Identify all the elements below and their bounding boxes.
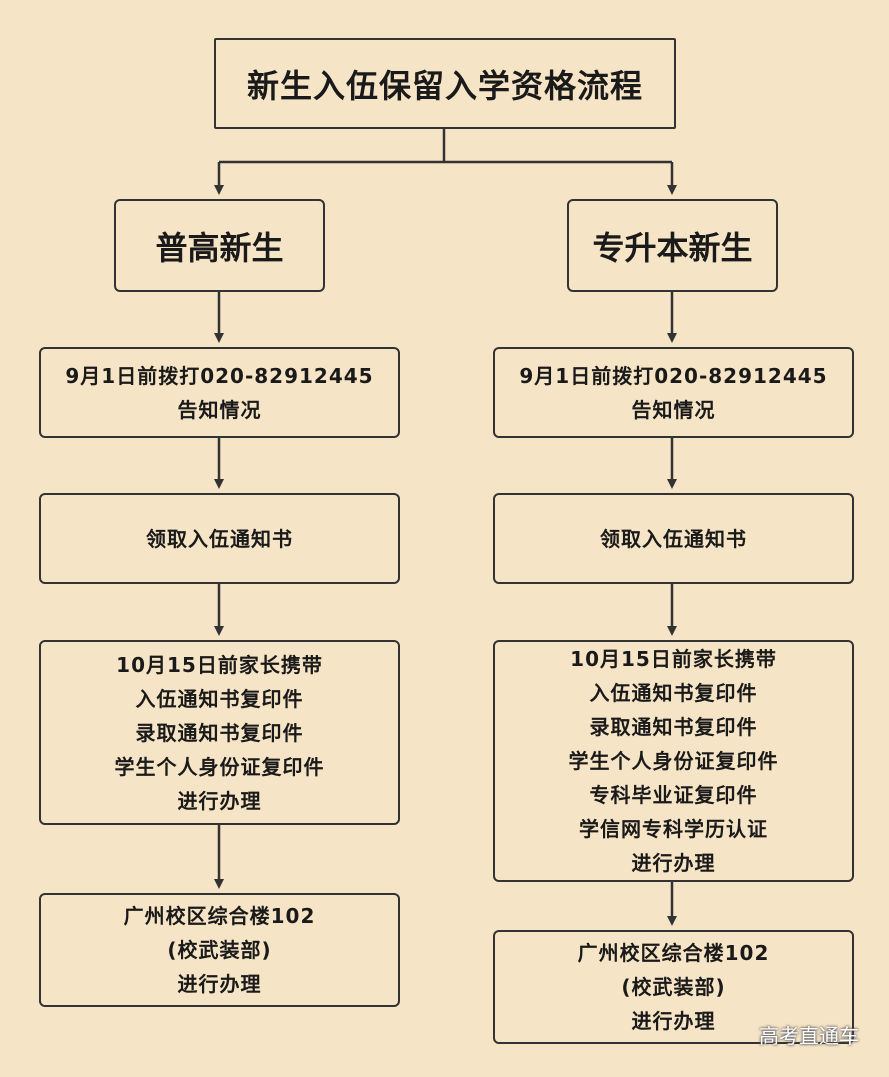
left-step-3-line-2: 入伍通知书复印件 (135, 686, 304, 711)
left-step-3-box: 10月15日前家长携带 入伍通知书复印件 录取通知书复印件 学生个人身份证复印件… (39, 640, 400, 825)
right-step-1-box: 9月1日前拨打020-82912445 告知情况 (493, 347, 854, 438)
left-step-2-line-1: 领取入伍通知书 (146, 526, 293, 551)
left-step-3-line-5: 进行办理 (177, 788, 262, 813)
left-step-3-line-1: 10月15日前家长携带 (116, 652, 323, 677)
left-step-4-line-3: 进行办理 (177, 972, 262, 996)
right-category-box: 专升本新生 (567, 199, 778, 292)
right-step-4-line-2: (校武装部) (621, 975, 726, 999)
right-step-3-line-6: 学信网专科学历认证 (579, 817, 768, 841)
right-step-3-line-5: 专科毕业证复印件 (589, 783, 758, 807)
left-category-box: 普高新生 (114, 199, 325, 292)
right-step-3-line-4: 学生个人身份证复印件 (568, 749, 779, 773)
left-step-4-box: 广州校区综合楼102 (校武装部) 进行办理 (39, 893, 400, 1007)
left-step-3-line-3: 录取通知书复印件 (135, 720, 304, 745)
right-step-3-line-3: 录取通知书复印件 (589, 715, 758, 739)
watermark: 高考直通车 (759, 1024, 859, 1048)
left-step-1-line-1: 9月1日前拨打020-82912445 (65, 363, 374, 388)
right-category-label: 专升本新生 (592, 228, 753, 267)
left-category-label: 普高新生 (155, 228, 284, 267)
left-step-4-line-1: 广州校区综合楼102 (123, 904, 316, 928)
right-step-2-box: 领取入伍通知书 (493, 493, 854, 584)
flow-title-box: 新生入伍保留入学资格流程 (214, 38, 676, 129)
left-step-3-line-4: 学生个人身份证复印件 (114, 754, 325, 779)
flow-title: 新生入伍保留入学资格流程 (246, 66, 643, 105)
right-step-3-box: 10月15日前家长携带 入伍通知书复印件 录取通知书复印件 学生个人身份证复印件… (493, 640, 854, 882)
right-step-2-line-1: 领取入伍通知书 (600, 526, 747, 551)
left-step-1-box: 9月1日前拨打020-82912445 告知情况 (39, 347, 400, 438)
right-step-4-line-3: 进行办理 (631, 1009, 716, 1033)
right-step-1-line-2: 告知情况 (631, 397, 716, 422)
right-step-4-line-1: 广州校区综合楼102 (577, 941, 770, 965)
right-step-3-line-2: 入伍通知书复印件 (589, 681, 758, 705)
right-step-1-line-1: 9月1日前拨打020-82912445 (519, 363, 828, 388)
right-step-3-line-1: 10月15日前家长携带 (570, 647, 777, 671)
right-step-4-box: 广州校区综合楼102 (校武装部) 进行办理 (493, 930, 854, 1044)
left-step-2-box: 领取入伍通知书 (39, 493, 400, 584)
right-step-3-line-7: 进行办理 (631, 851, 716, 875)
left-step-1-line-2: 告知情况 (177, 397, 262, 422)
left-step-4-line-2: (校武装部) (167, 938, 272, 962)
